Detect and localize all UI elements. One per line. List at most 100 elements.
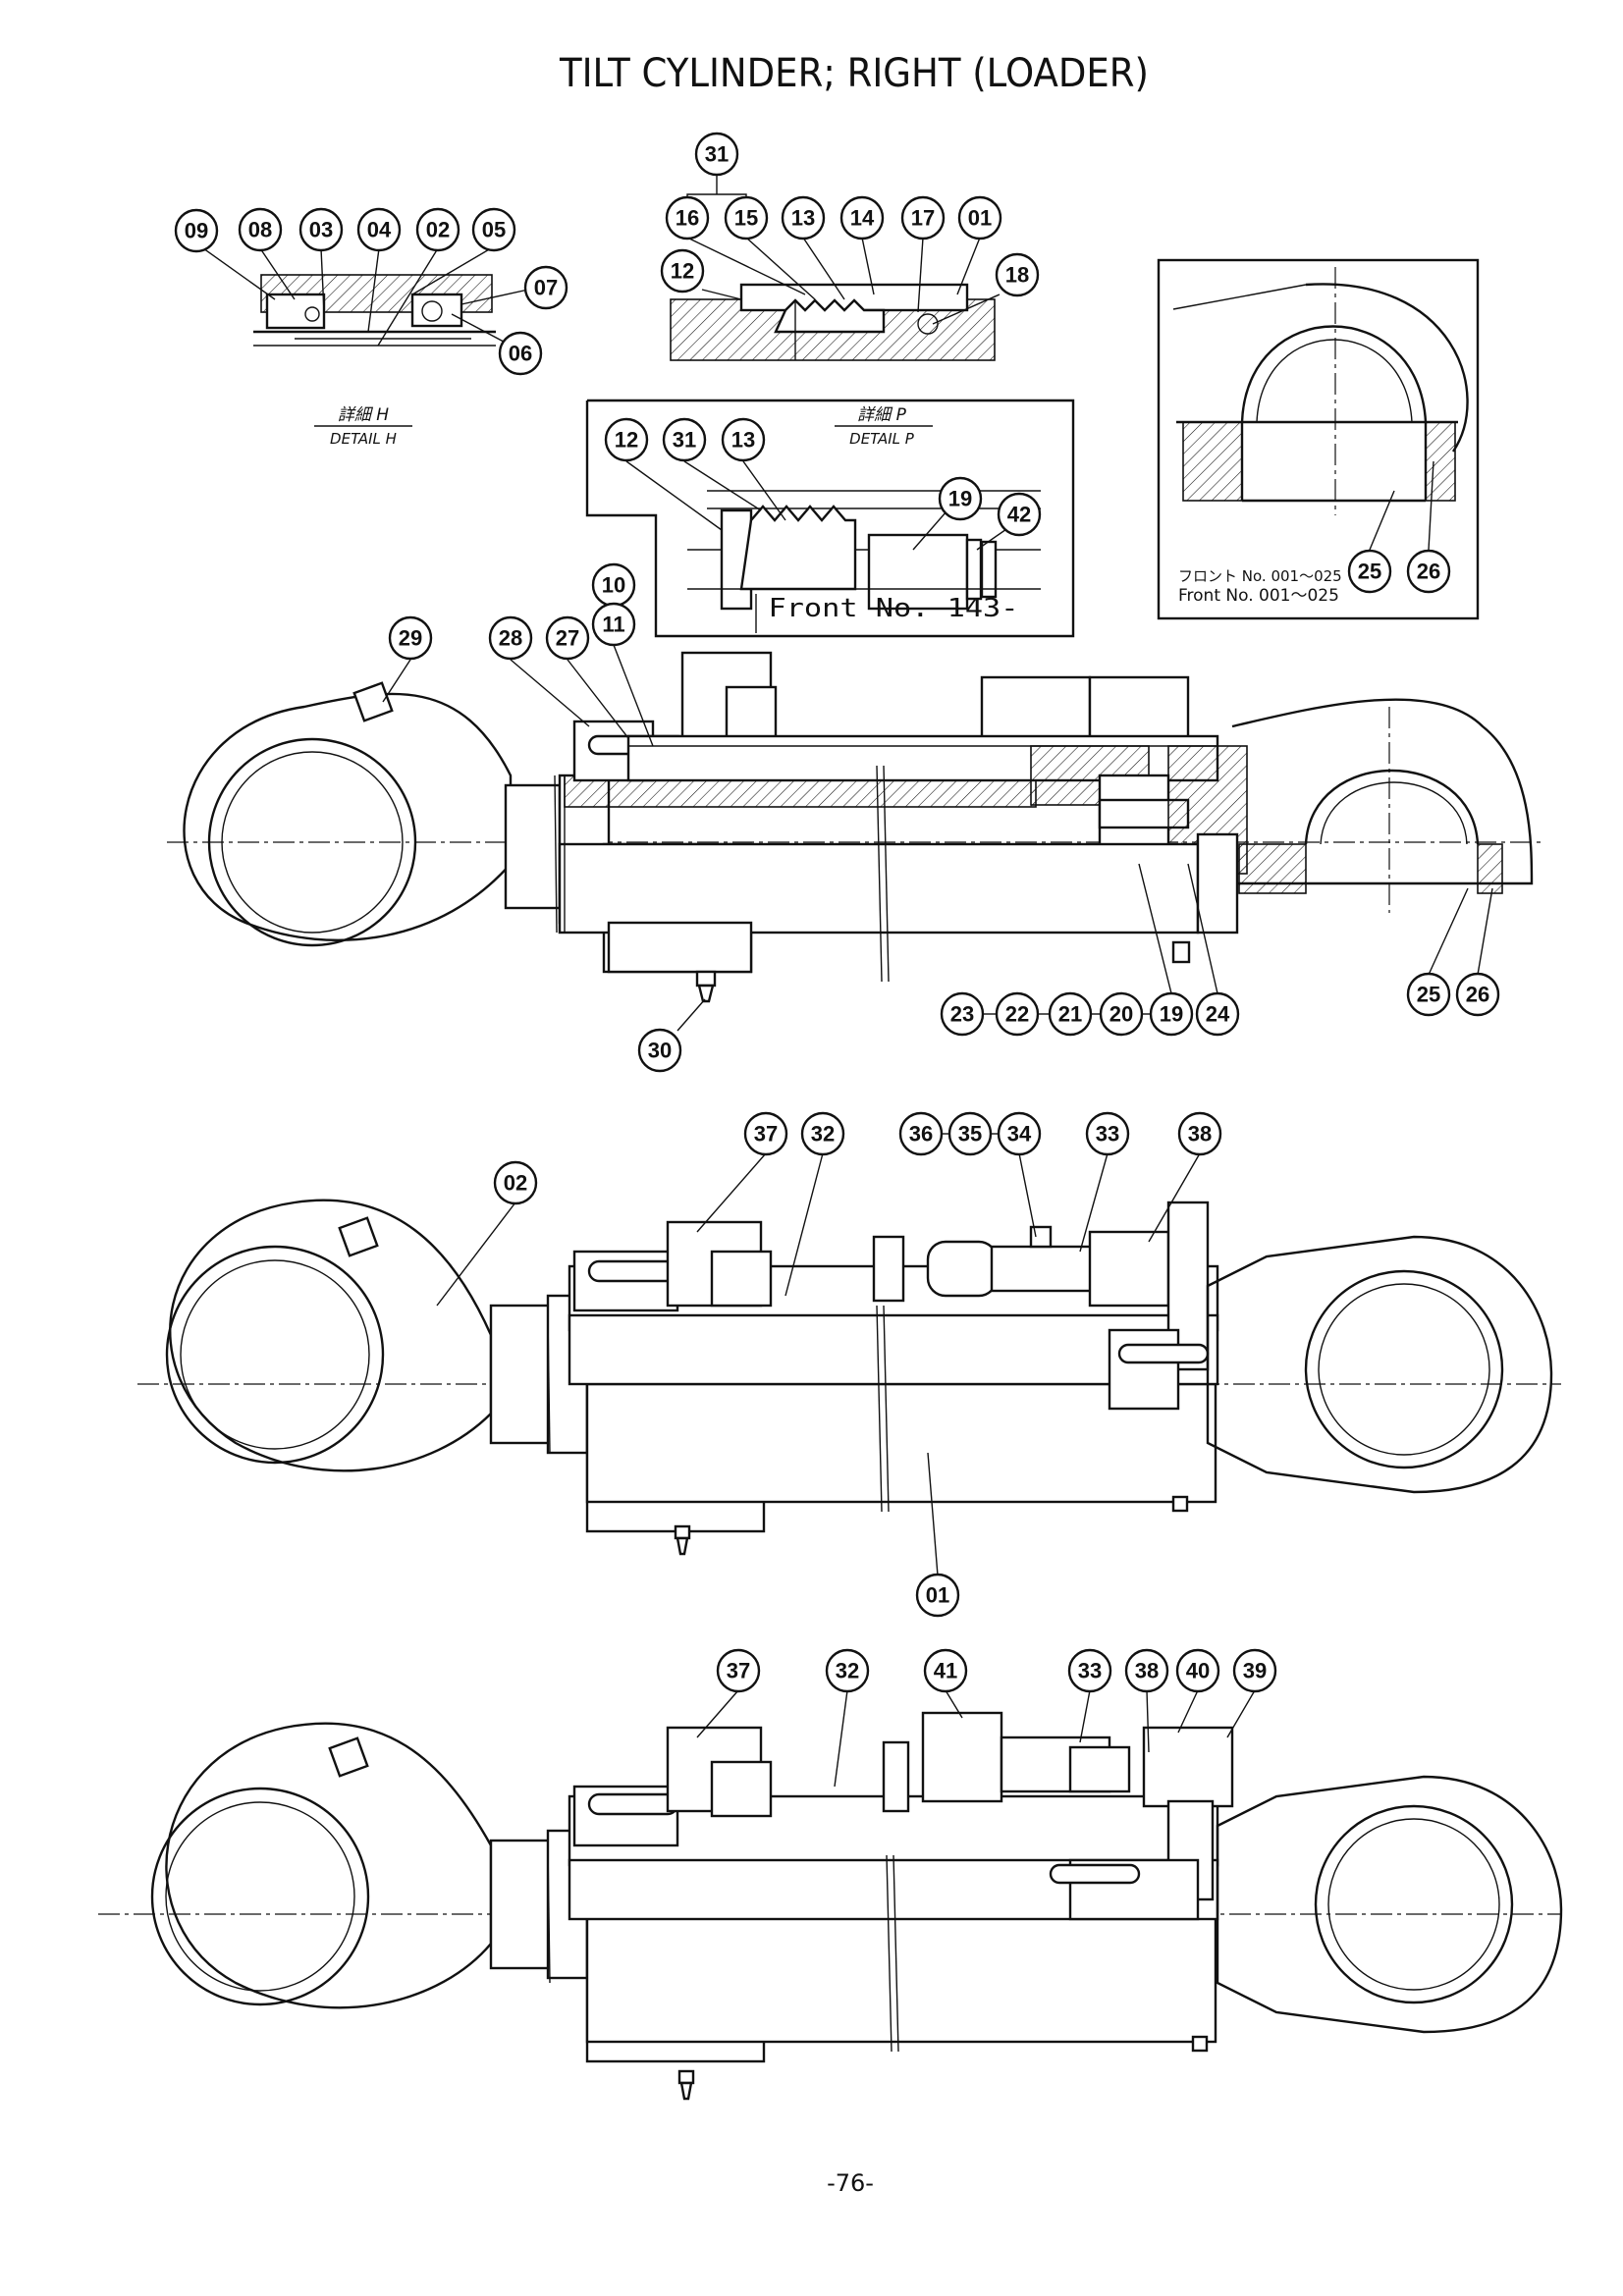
callout-31-inset: 31 (662, 417, 707, 462)
svg-text:11: 11 (602, 613, 624, 637)
svg-text:13: 13 (791, 206, 815, 231)
svg-text:23: 23 (950, 1002, 974, 1027)
callout-03: 03 (298, 207, 344, 252)
middle-side-view (137, 1152, 1561, 1576)
callout-06: 06 (498, 331, 543, 376)
callout-42: 42 (997, 492, 1042, 537)
detail-h-label-en: DETAIL H (330, 430, 397, 448)
svg-text:13: 13 (731, 428, 755, 453)
svg-text:01: 01 (968, 206, 992, 231)
callout-33-bot: 33 (1067, 1648, 1112, 1693)
callout-31-top: 31 (694, 132, 739, 177)
callout-02: 02 (415, 207, 460, 252)
callout-26-inset: 26 (1406, 549, 1451, 594)
callout-41: 41 (923, 1648, 968, 1693)
svg-text:06: 06 (509, 342, 532, 366)
callout-35: 35 (947, 1111, 993, 1156)
callout-14: 14 (839, 195, 885, 240)
svg-text:30: 30 (648, 1039, 672, 1063)
svg-text:38: 38 (1188, 1122, 1212, 1147)
inset-right-note-en: Front No. 001～025 (1178, 586, 1339, 606)
svg-text:25: 25 (1417, 983, 1440, 1007)
callout-07: 07 (523, 265, 568, 310)
svg-text:39: 39 (1243, 1659, 1267, 1683)
svg-text:40: 40 (1186, 1659, 1210, 1683)
svg-text:21: 21 (1058, 1002, 1082, 1027)
callout-19-inset: 19 (938, 476, 983, 521)
svg-text:19: 19 (1160, 1002, 1183, 1027)
detail-p-section: 詳細 P DETAIL P (670, 171, 1001, 448)
detail-h-label-jp: 詳細 H (338, 405, 389, 425)
callout-32-bot: 32 (825, 1648, 870, 1693)
callout-29: 29 (388, 615, 433, 661)
svg-text:20: 20 (1109, 1002, 1133, 1027)
svg-text:34: 34 (1007, 1122, 1032, 1147)
svg-text:37: 37 (727, 1659, 750, 1683)
callout-15: 15 (724, 195, 769, 240)
callout-39: 39 (1232, 1648, 1277, 1693)
main-section-view (167, 644, 1542, 1032)
callout-02-mid: 02 (493, 1160, 538, 1205)
svg-text:18: 18 (1005, 263, 1029, 288)
callout-25-inset: 25 (1347, 549, 1392, 594)
svg-text:42: 42 (1007, 503, 1031, 527)
callout-34: 34 (997, 1111, 1042, 1156)
callout-18: 18 (995, 252, 1040, 297)
svg-text:02: 02 (504, 1171, 527, 1196)
callout-16: 16 (665, 195, 710, 240)
callout-25-main: 25 (1406, 972, 1451, 1017)
callout-30: 30 (637, 1028, 682, 1073)
svg-text:41: 41 (934, 1659, 957, 1683)
svg-text:12: 12 (615, 428, 638, 453)
page-title: TILT CYLINDER; RIGHT (LOADER) (559, 51, 1149, 96)
svg-text:09: 09 (185, 219, 208, 243)
svg-text:19: 19 (948, 487, 972, 511)
svg-text:32: 32 (811, 1122, 835, 1147)
callout-26-main: 26 (1455, 972, 1500, 1017)
callout-32-mid: 32 (800, 1111, 845, 1156)
page-number: -76- (827, 2169, 874, 2197)
svg-text:05: 05 (482, 218, 506, 242)
svg-text:14: 14 (850, 206, 875, 231)
callout-04: 04 (356, 207, 402, 252)
callout-38-mid: 38 (1177, 1111, 1222, 1156)
detail-p-label-jp: 詳細 P (857, 405, 906, 425)
svg-text:38: 38 (1135, 1659, 1159, 1683)
callout-13-top: 13 (781, 195, 826, 240)
callout-12-inset: 12 (604, 417, 649, 462)
callout-08: 08 (238, 207, 283, 252)
svg-text:10: 10 (602, 573, 625, 598)
inset-front-note: Front No. 143- (769, 594, 1019, 623)
svg-text:17: 17 (911, 206, 935, 231)
svg-text:31: 31 (705, 142, 729, 167)
svg-text:16: 16 (676, 206, 699, 231)
part-callouts: 09 08 03 04 02 05 07 06 31 16 15 13 14 1… (174, 132, 1500, 1693)
inset-right-section: フロント No. 001～025 Front No. 001～025 (1157, 258, 1480, 620)
callout-24: 24 (1195, 991, 1240, 1037)
callout-22: 22 (995, 991, 1040, 1037)
svg-text:24: 24 (1206, 1002, 1230, 1027)
svg-text:32: 32 (836, 1659, 859, 1683)
bottom-side-view (98, 1689, 1563, 2101)
svg-text:03: 03 (309, 218, 333, 242)
svg-text:25: 25 (1358, 560, 1381, 584)
callout-28: 28 (488, 615, 533, 661)
callout-09: 09 (174, 208, 219, 253)
callout-37-mid: 37 (743, 1111, 788, 1156)
inset-front-143-section: Front No. 143- (585, 399, 1075, 638)
svg-text:01: 01 (926, 1583, 949, 1608)
svg-text:08: 08 (248, 218, 272, 242)
callout-17: 17 (900, 195, 946, 240)
svg-text:27: 27 (556, 626, 579, 651)
svg-text:22: 22 (1005, 1002, 1029, 1027)
svg-text:02: 02 (426, 218, 450, 242)
svg-text:33: 33 (1078, 1659, 1102, 1683)
callout-37-bot: 37 (716, 1648, 761, 1693)
svg-text:35: 35 (958, 1122, 982, 1147)
callout-10: 10 (591, 562, 636, 608)
svg-text:12: 12 (671, 259, 694, 284)
svg-text:26: 26 (1417, 560, 1440, 584)
callout-40: 40 (1175, 1648, 1220, 1693)
